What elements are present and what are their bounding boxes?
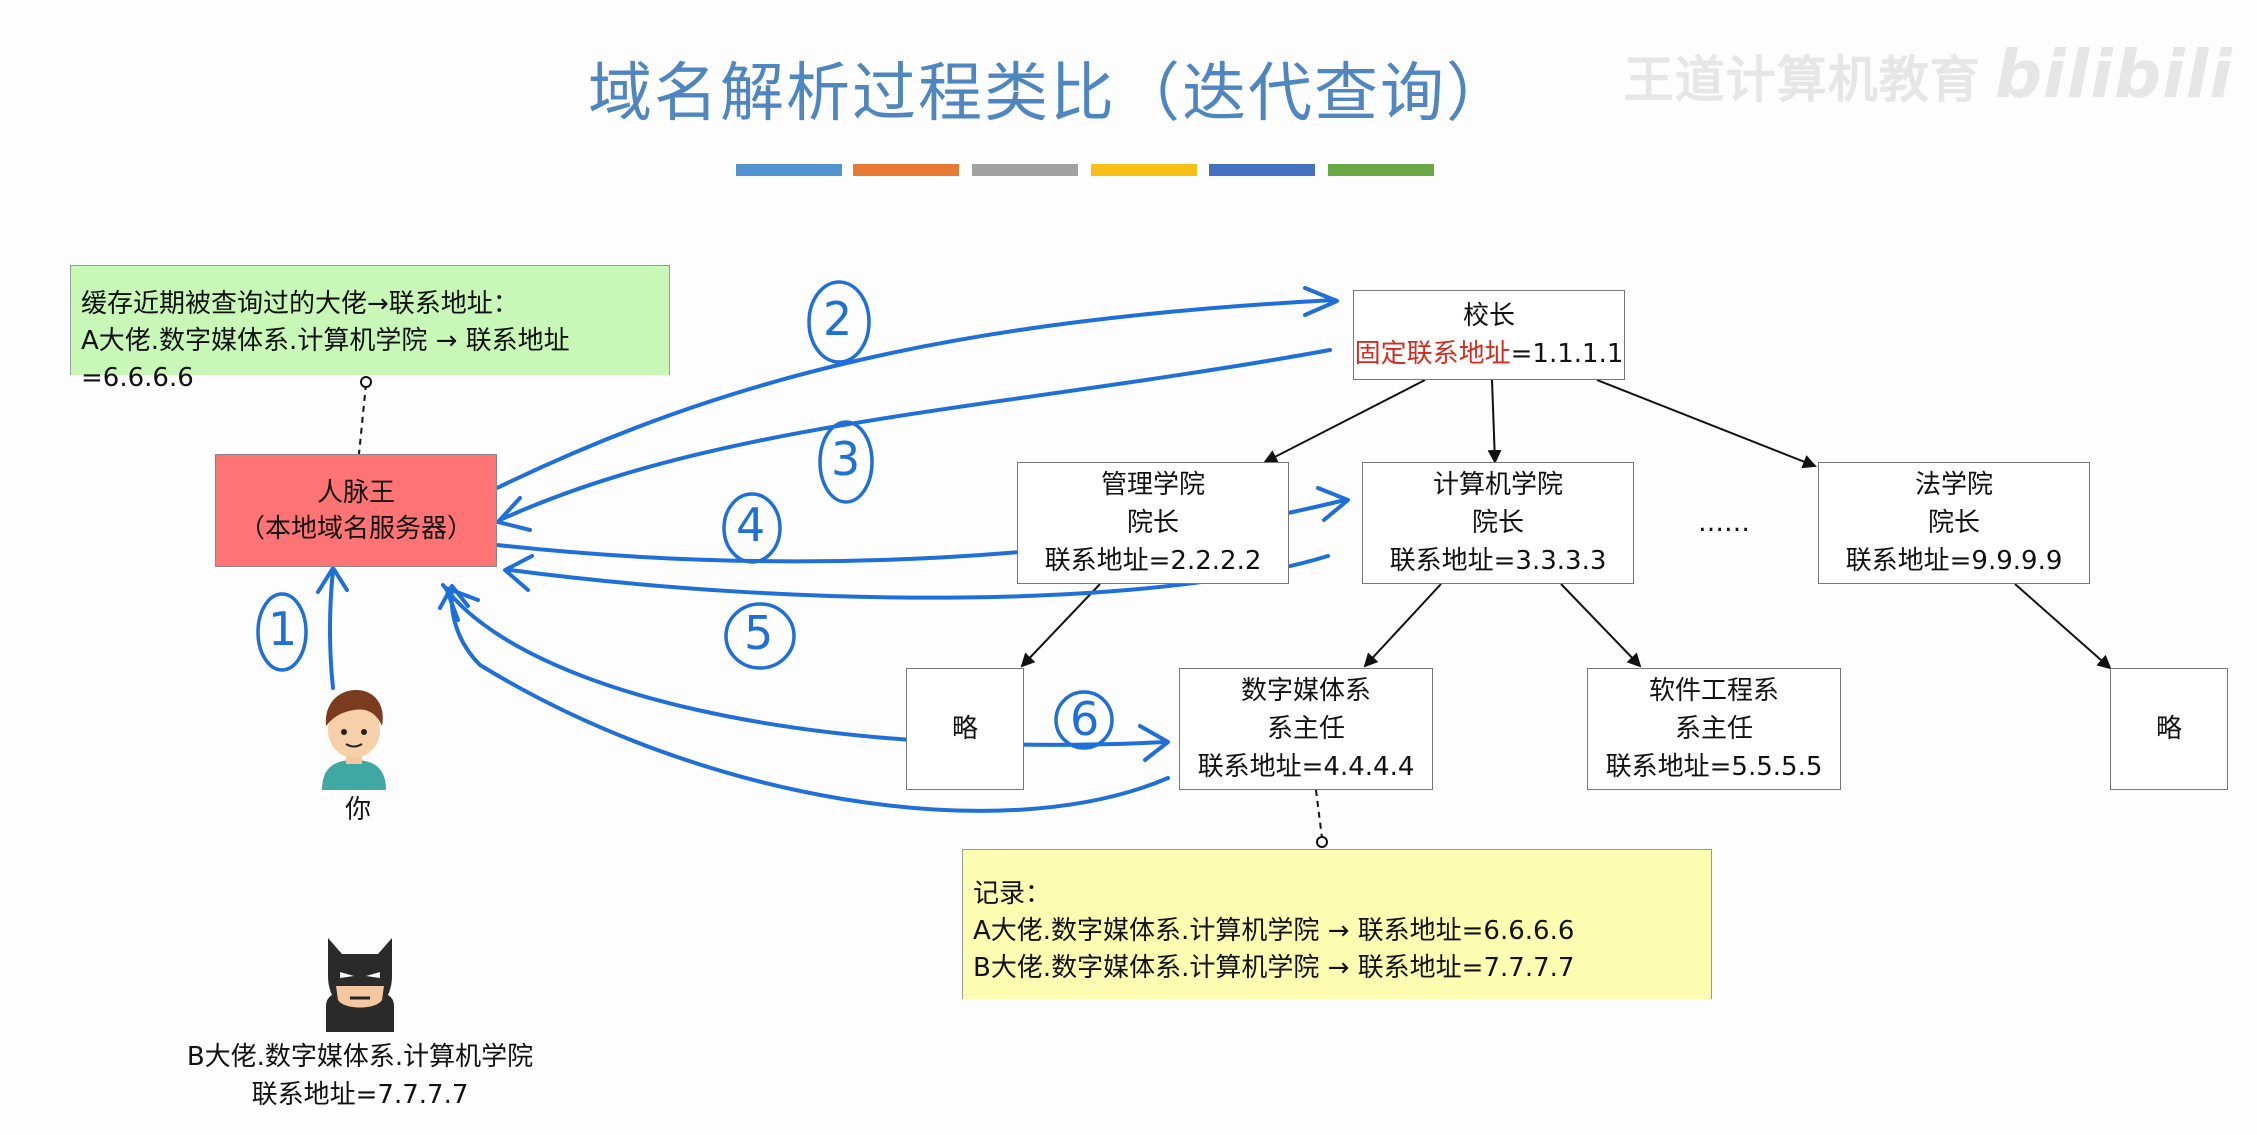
colleges-ellipsis: ……	[1698, 508, 1750, 538]
local-dns-server-box: 人脉王 （本地域名服务器）	[215, 454, 497, 567]
edge-principal-law	[1596, 379, 1817, 469]
edge-management-omit	[1020, 583, 1101, 668]
step-1-label: 1	[268, 602, 298, 656]
return-arrow	[449, 588, 1170, 813]
cache-note-connector-end	[360, 376, 372, 388]
record-note-connector-end	[1316, 836, 1328, 848]
record-note-line3: B大佬.数字媒体系.计算机学院 → 联系地址=7.7.7.7	[973, 953, 1575, 983]
computer-college-role: 院长	[1471, 508, 1524, 538]
watermark-text: 王道计算机教育	[1623, 51, 1981, 109]
principal-addr: =1.1.1.1	[1510, 339, 1624, 369]
step4-circle	[722, 492, 782, 564]
step3-arrowhead	[496, 496, 532, 532]
extra-arrowhead	[444, 586, 480, 622]
management-college-role: 院长	[1126, 508, 1179, 538]
step2-arrowhead	[1303, 286, 1339, 317]
management-college-name: 管理学院	[1100, 470, 1205, 500]
color-bar-1	[736, 164, 842, 176]
record-note-connector	[1315, 789, 1323, 839]
computer-college-addr: 联系地址=3.3.3.3	[1389, 546, 1607, 576]
color-bar-6	[1328, 164, 1434, 176]
step6-circle	[1054, 690, 1114, 750]
omit-right-node: 略	[2110, 668, 2228, 790]
principal-address: 固定联系地址=1.1.1.1	[1355, 335, 1624, 373]
step3-circle	[818, 420, 874, 504]
edge-computer-software	[1560, 583, 1642, 668]
record-note-line2: A大佬.数字媒体系.计算机学院 → 联系地址=6.6.6.6	[973, 916, 1575, 946]
management-college-addr: 联系地址=2.2.2.2	[1044, 546, 1262, 576]
cache-note-connector	[358, 383, 367, 455]
step-3-label: 3	[831, 432, 861, 486]
page-title: 域名解析过程类比（迭代查询）	[588, 57, 1512, 131]
edge-law-omit	[2014, 583, 2112, 670]
step2-arrow	[495, 298, 1337, 490]
b-person-caption: B大佬.数字媒体系.计算机学院 联系地址=7.7.7.7	[170, 1038, 550, 1114]
step5-arrowhead	[503, 554, 534, 592]
b-person-avatar-icon	[326, 938, 394, 1032]
you-label: 你	[344, 795, 371, 825]
record-note-line1: 记录：	[973, 879, 1052, 909]
color-bar-3	[972, 164, 1078, 176]
step-6-label: 6	[1070, 692, 1100, 746]
law-college-node: 法学院 院长 联系地址=9.9.9.9	[1818, 462, 2090, 584]
step6-arrowhead	[1138, 724, 1170, 762]
step1-circle	[256, 592, 308, 672]
management-college-node: 管理学院 院长 联系地址=2.2.2.2	[1017, 462, 1289, 584]
color-bar-5	[1209, 164, 1315, 176]
color-bar-4	[1091, 164, 1197, 176]
cache-note-line1: 缓存近期被查询过的大佬→联系地址：	[81, 289, 519, 319]
local-dns-subtitle: （本地域名服务器）	[238, 513, 473, 544]
digital-media-dept-addr: 联系地址=4.4.4.4	[1197, 752, 1415, 782]
step4-arrowhead	[1316, 486, 1350, 522]
law-college-addr: 联系地址=9.9.9.9	[1845, 546, 2063, 576]
edge-principal-computer	[1487, 379, 1502, 464]
edge-principal-management	[1263, 379, 1426, 463]
cache-note-line2: A大佬.数字媒体系.计算机学院 → 联系地址=6.6.6.6	[81, 326, 570, 393]
step1-arrowhead	[316, 566, 349, 594]
digital-media-dept-name: 数字媒体系	[1240, 676, 1371, 706]
color-bar-2	[853, 164, 959, 176]
step1-arrow	[327, 568, 335, 690]
cache-note: 缓存近期被查询过的大佬→联系地址： A大佬.数字媒体系.计算机学院 → 联系地址…	[70, 265, 670, 393]
step-4-label: 4	[736, 498, 766, 552]
step3-arrow	[498, 348, 1332, 522]
b-person-line2: 联系地址=7.7.7.7	[251, 1080, 469, 1110]
software-dept-node: 软件工程系 系主任 联系地址=5.5.5.5	[1587, 668, 1841, 790]
omit-right-label: 略	[2155, 714, 2182, 744]
bilibili-logo: bilibili	[1994, 36, 2233, 113]
digital-media-dept-node: 数字媒体系 系主任 联系地址=4.4.4.4	[1179, 668, 1433, 790]
digital-media-dept-role: 系主任	[1266, 714, 1345, 744]
step-5-label: 5	[744, 606, 774, 660]
computer-college-name: 计算机学院	[1432, 470, 1563, 500]
software-dept-addr: 联系地址=5.5.5.5	[1605, 752, 1823, 782]
principal-title: 校长	[1462, 301, 1515, 331]
omit-left-label: 略	[951, 714, 978, 744]
you-avatar-icon	[322, 690, 386, 790]
step2-circle	[807, 280, 871, 364]
principal-fixed-label: 固定联系地址	[1354, 339, 1511, 369]
omit-left-node: 略	[906, 668, 1024, 790]
software-dept-role: 系主任	[1674, 714, 1753, 744]
step-2-label: 2	[823, 292, 853, 346]
step5-circle	[724, 602, 796, 670]
law-college-role: 院长	[1927, 508, 1980, 538]
local-dns-name: 人脉王	[316, 477, 395, 508]
principal-node: 校长 固定联系地址=1.1.1.1	[1353, 290, 1625, 380]
computer-college-node: 计算机学院 院长 联系地址=3.3.3.3	[1362, 462, 1634, 584]
edge-computer-digital-media	[1363, 583, 1442, 668]
software-dept-name: 软件工程系	[1648, 676, 1779, 706]
return-arrowhead	[438, 584, 470, 610]
law-college-name: 法学院	[1914, 470, 1993, 500]
b-person-line1: B大佬.数字媒体系.计算机学院	[186, 1042, 534, 1072]
record-note: 记录： A大佬.数字媒体系.计算机学院 → 联系地址=6.6.6.6 B大佬.数…	[962, 849, 1712, 999]
